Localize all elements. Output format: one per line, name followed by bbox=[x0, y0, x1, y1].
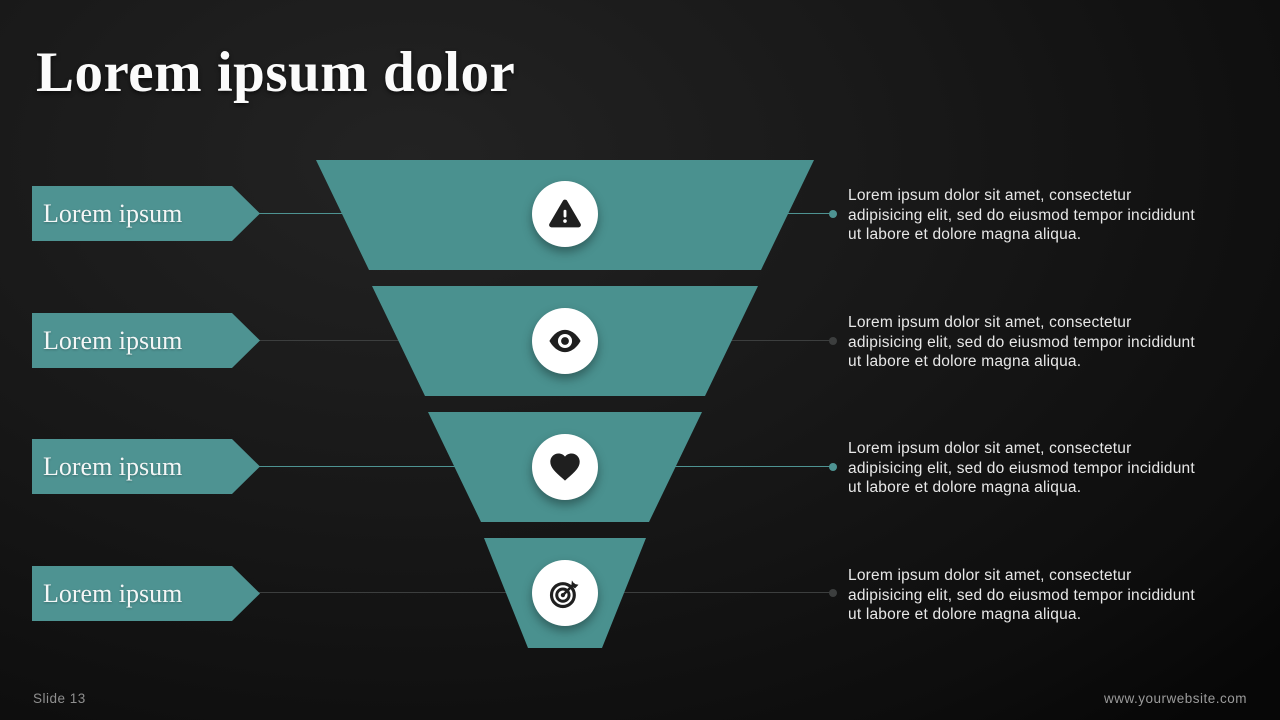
target-icon bbox=[547, 575, 583, 611]
slide-title: Lorem ipsum dolor bbox=[36, 41, 516, 104]
connector-dot bbox=[829, 210, 837, 218]
step-description-1: Lorem ipsum dolor sit amet, consectetur … bbox=[848, 187, 1195, 243]
slide-number: Slide 13 bbox=[33, 691, 86, 706]
step-label-text: Lorem ipsum bbox=[43, 578, 183, 608]
funnel-icon-circle bbox=[532, 434, 598, 500]
step-label-text: Lorem ipsum bbox=[43, 325, 183, 355]
connector-dot bbox=[829, 463, 837, 471]
warning-icon bbox=[547, 196, 583, 232]
step-label-text: Lorem ipsum bbox=[43, 451, 183, 481]
heart-icon bbox=[547, 449, 583, 485]
funnel-icon-circle bbox=[532, 181, 598, 247]
step-label-text: Lorem ipsum bbox=[43, 198, 183, 228]
step-label-3: Lorem ipsum bbox=[32, 439, 260, 494]
step-label-2: Lorem ipsum bbox=[32, 313, 260, 368]
step-label-4: Lorem ipsum bbox=[32, 566, 260, 621]
connector-dot bbox=[829, 337, 837, 345]
website-url: www.yourwebsite.com bbox=[1103, 691, 1247, 706]
step-description-2: Lorem ipsum dolor sit amet, consectetur … bbox=[848, 314, 1195, 370]
step-label-1: Lorem ipsum bbox=[32, 186, 260, 241]
step-description-4: Lorem ipsum dolor sit amet, consectetur … bbox=[848, 567, 1195, 623]
connector-dot bbox=[829, 589, 837, 597]
step-description-3: Lorem ipsum dolor sit amet, consectetur … bbox=[848, 440, 1195, 496]
funnel-icon-circle bbox=[532, 308, 598, 374]
eye-icon bbox=[547, 323, 583, 359]
funnel-icon-circle bbox=[532, 560, 598, 626]
